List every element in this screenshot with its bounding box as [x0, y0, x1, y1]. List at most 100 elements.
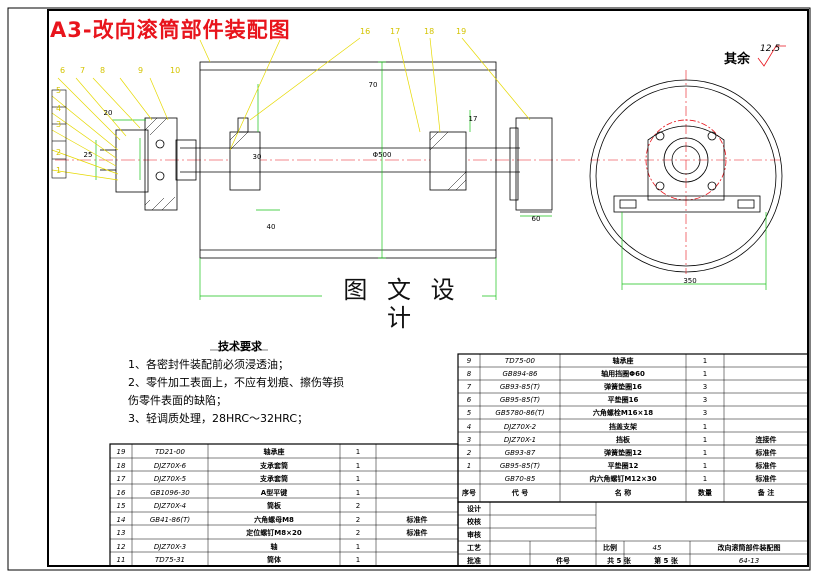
right-row-code: GB93-85(T) — [499, 383, 541, 392]
header-qty: 数量 — [698, 489, 712, 497]
left-housing-hatching — [144, 117, 176, 211]
left-row-name: 轴 — [270, 542, 278, 551]
right-row-name: 六角螺栓M16×18 — [592, 409, 654, 418]
tb-check: 校核 — [467, 518, 481, 526]
watermark: 图 文 设 计 — [322, 276, 482, 332]
balloon-10: 10 — [170, 66, 181, 75]
tb-scale: 45 — [652, 544, 662, 552]
drum-front-view — [180, 61, 520, 259]
hub-hatching — [229, 131, 467, 191]
right-row-name: 挡板 — [616, 435, 630, 444]
tb-review: 审核 — [467, 531, 481, 539]
balloon-1: 1 — [56, 166, 62, 175]
right-row-qty: 1 — [702, 357, 708, 365]
left-row-code: DJZ70X-3 — [153, 542, 187, 551]
dim-20: 20 — [103, 109, 113, 117]
right-row-name: 内六角螺钉M12×30 — [589, 474, 657, 483]
right-row-name: 轴用挡圈Φ60 — [601, 370, 645, 379]
dim-70: 70 — [368, 81, 378, 89]
balloon-column — [51, 89, 67, 179]
dim-17: 17 — [468, 115, 478, 123]
balloon-18: 18 — [424, 27, 435, 36]
right-row-qty: 1 — [702, 370, 708, 379]
left-bearing-housing — [100, 117, 197, 211]
requirement-line-1: 1、各密封件装配前必须浸透油； — [128, 358, 289, 371]
right-row-code: GB5780-86(T) — [495, 409, 545, 418]
left-row-no: 18 — [116, 461, 126, 470]
roughness-symbol — [757, 45, 786, 67]
left-row-name: A型平键 — [260, 488, 288, 497]
right-row-note: 标准件 — [755, 474, 777, 483]
requirement-line-4: 3、轻调质处理，28HRC～32HRC； — [128, 412, 309, 425]
left-row-note: 标准件 — [406, 515, 428, 524]
left-row-code: TD21-00 — [154, 448, 185, 456]
requirements-heading: 技术要求 — [218, 340, 262, 353]
right-row-name: 挡盖支架 — [609, 422, 637, 431]
header-note: 备 注 — [757, 489, 775, 497]
left-row-qty: 1 — [355, 542, 361, 551]
right-row-code: GB70-85 — [504, 474, 536, 483]
left-row-code: GB41-86(T) — [149, 515, 191, 524]
right-row-code: GB894-86 — [502, 370, 538, 379]
right-row-code: DJZ70X-2 — [503, 422, 537, 431]
header-no: 序号 — [462, 489, 476, 497]
left-row-no: 12 — [116, 542, 126, 551]
header-name: 名 称 — [614, 489, 632, 497]
right-row-qty: 1 — [702, 461, 708, 470]
leader-lines — [51, 37, 531, 181]
left-row-qty: 2 — [355, 529, 361, 537]
left-row-code: DJZ70X-4 — [153, 502, 187, 510]
balloon-19: 19 — [456, 27, 467, 36]
left-row-code: TD75-31 — [154, 556, 185, 564]
balloon-6: 6 — [60, 66, 66, 75]
balloon-17: 17 — [390, 27, 401, 36]
right-row-code: DJZ70X-1 — [503, 435, 537, 444]
right-row-note: 标准件 — [755, 448, 777, 457]
left-row-qty: 1 — [355, 448, 361, 456]
balloon-3: 3 — [56, 120, 62, 129]
header-code: 代 号 — [511, 489, 529, 497]
balloon-5: 5 — [56, 86, 62, 95]
right-row-qty: 3 — [702, 396, 708, 405]
right-row-note: 标准件 — [755, 461, 777, 470]
right-row-no: 6 — [466, 396, 472, 405]
left-row-qty: 1 — [355, 475, 361, 483]
right-row-no: 1 — [466, 461, 472, 470]
right-row-no: 2 — [466, 448, 472, 457]
left-row-code: DJZ70X-6 — [153, 461, 187, 470]
right-row-code: GB93-87 — [504, 448, 536, 457]
left-row-no: 16 — [116, 488, 126, 497]
left-row-note: 标准件 — [406, 529, 428, 537]
left-row-code: GB1096-30 — [150, 488, 190, 497]
left-row-name: 定位螺钉M8×20 — [246, 529, 302, 537]
left-row-no: 13 — [116, 529, 126, 537]
tb-weight-label: 件号 — [556, 557, 570, 565]
right-row-name: 平垫圈16 — [607, 396, 639, 405]
right-row-note: 连接件 — [755, 435, 777, 444]
dim-diameter: Φ500 — [372, 151, 392, 159]
dim-40: 40 — [266, 223, 276, 231]
left-row-no: 14 — [116, 515, 126, 524]
right-table-grid — [457, 353, 809, 503]
right-row-qty: 1 — [702, 435, 708, 444]
title-block-grid — [457, 501, 809, 567]
roughness-value: 12.5 — [760, 44, 781, 54]
left-row-qty: 1 — [355, 556, 361, 564]
right-bearing-seat — [509, 117, 553, 213]
tb-process: 工艺 — [467, 544, 481, 552]
right-row-qty: 1 — [702, 422, 708, 431]
right-row-code: GB95-85(T) — [499, 396, 541, 405]
requirement-line-2: 2、零件加工表面上，不应有划痕、擦伤等损 — [128, 376, 344, 389]
outer-border — [7, 7, 811, 571]
requirement-line-3: 伤零件表面的缺陷； — [128, 394, 227, 407]
right-row-qty: 3 — [702, 383, 708, 392]
tb-sheet-no: 第 5 张 — [654, 557, 678, 565]
balloon-16: 16 — [360, 27, 371, 36]
right-row-name: 弹簧垫圈12 — [604, 448, 642, 457]
left-row-name: 支承套筒 — [260, 461, 288, 470]
drum-side-view — [589, 70, 783, 274]
right-row-qty: 1 — [702, 448, 708, 457]
left-row-name: 支承套筒 — [260, 475, 288, 483]
dim-350: 350 — [683, 277, 697, 285]
